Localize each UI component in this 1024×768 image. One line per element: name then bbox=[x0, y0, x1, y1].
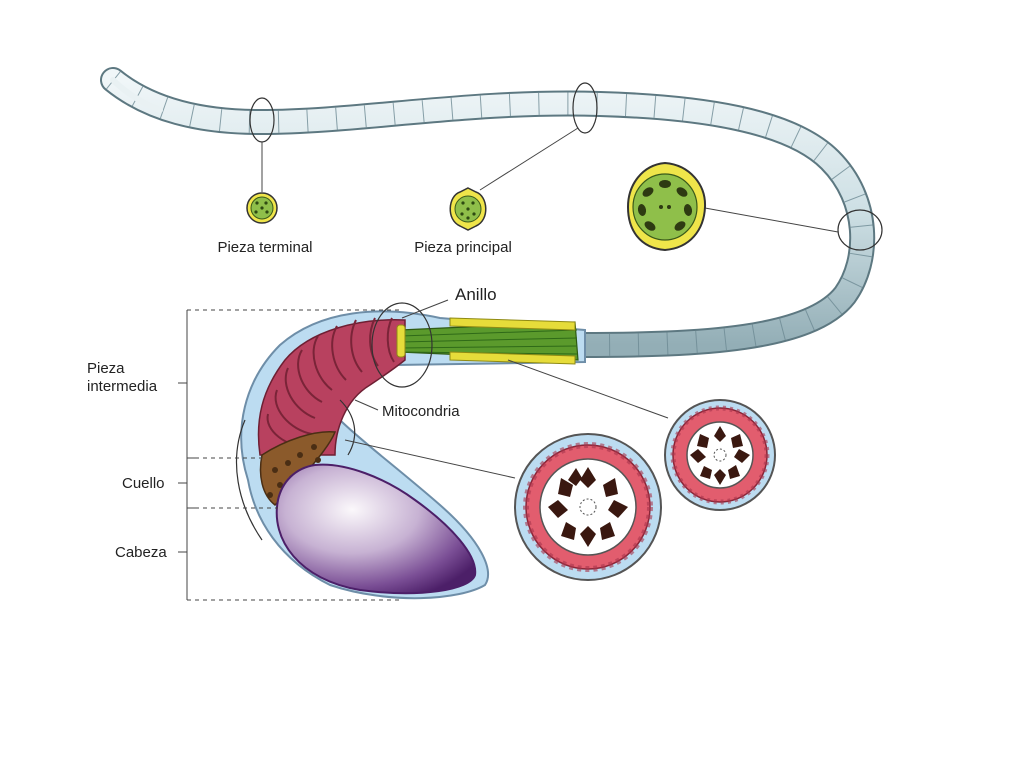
marker-midpiece bbox=[235, 419, 263, 541]
label-pieza-principal: Pieza principal bbox=[414, 239, 512, 256]
label-mitocondria: Mitocondria bbox=[382, 403, 460, 420]
marker-tail-lower bbox=[837, 209, 883, 251]
head bbox=[275, 463, 477, 595]
cross-section-terminal bbox=[246, 192, 278, 224]
annulus bbox=[396, 324, 406, 358]
label-pieza-intermedia-line1: Pieza bbox=[87, 360, 125, 377]
label-pieza-intermedia-line2: intermedia bbox=[87, 378, 158, 395]
fibrous-sheath-top bbox=[449, 317, 576, 331]
label-pieza-terminal: Pieza terminal bbox=[217, 239, 312, 256]
location-markers bbox=[235, 82, 883, 541]
fibrous-sheath-bottom bbox=[449, 351, 576, 365]
cross-section-principal bbox=[449, 187, 487, 231]
marker-principal bbox=[572, 82, 598, 134]
marker-annulus bbox=[371, 302, 433, 388]
label-cabeza: Cabeza bbox=[115, 544, 167, 561]
cross-section-midpiece-small bbox=[664, 399, 776, 511]
region-brackets bbox=[178, 309, 400, 601]
tail-body bbox=[102, 69, 874, 356]
cross-section-principal-large bbox=[626, 161, 707, 252]
tail bbox=[100, 67, 876, 358]
mitochondrial-sheath bbox=[257, 319, 406, 456]
label-anillo: Anillo bbox=[455, 285, 497, 304]
tail-tip bbox=[110, 77, 163, 113]
midpiece bbox=[240, 310, 586, 600]
leader-lines bbox=[261, 127, 839, 479]
label-cuello: Cuello bbox=[122, 475, 165, 492]
marker-midpiece-2 bbox=[339, 399, 356, 456]
cross-section-midpiece-large bbox=[514, 433, 662, 581]
